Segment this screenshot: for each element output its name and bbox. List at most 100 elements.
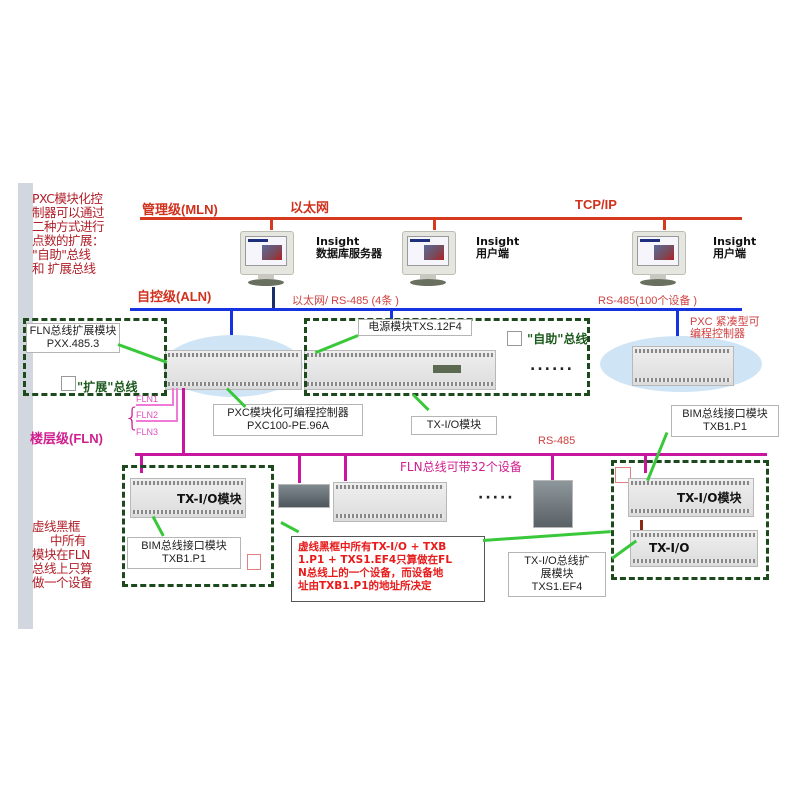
note-box: 虚线黑框中所有TX-I/O + TXB 1.P1 + TXS1.EF4只算做在F…: [291, 536, 485, 602]
workstation-label: Insight 用户端: [476, 236, 519, 260]
note-line: 址由TXB1.P1的地址所决定: [298, 580, 432, 592]
callout-line: TX-I/O总线扩: [524, 555, 590, 567]
placeholder-square: [61, 376, 76, 391]
fln1-line: [172, 388, 174, 405]
fln-capacity-label: FLN总线可带32个设备: [400, 460, 522, 474]
aln-bus-line: [130, 308, 742, 311]
callout-line: PXC 紧凑型可: [690, 316, 760, 328]
callout-line: PXX.485.3: [46, 338, 100, 350]
side-note-line: 模块在FLN: [32, 547, 91, 562]
callout-line: TXB1.P1: [702, 421, 748, 433]
txio-device-label: TX-I/O模块: [677, 491, 742, 505]
fln-device-group-frame: [611, 460, 769, 580]
fln2-line: [136, 420, 178, 422]
callout-line: 编程控制器: [690, 328, 745, 340]
fln-drop: [551, 455, 554, 481]
side-note-bottom: 虚线黑框 中所有 模块在FLN 总线上只算 做一个设备: [32, 519, 93, 590]
fln-rs485-label: RS-485: [538, 435, 576, 447]
aln-drop: [390, 310, 393, 322]
aln-left-label: 以太网/ RS-485 (4条 ): [292, 295, 399, 307]
callout-line: FLN总线扩展模块: [29, 325, 117, 337]
pxc-modular-callout: PXC模块化可编程控制器 PXC100-PE.96A: [213, 404, 363, 436]
bim-left-callout: BIM总线接口模块 TXB1.P1: [127, 537, 241, 569]
fln3-label: FLN3: [136, 427, 159, 437]
callout-line: 展模块: [540, 568, 574, 580]
mln-bus-line: [140, 217, 742, 220]
tcpip-label: TCP/IP: [575, 197, 617, 212]
txio-module-device: TX-I/O模块: [130, 478, 246, 518]
fln-device-group-frame: [122, 465, 274, 587]
side-note-line: 制器可以通过: [32, 205, 105, 220]
fln-device-gray: [278, 484, 330, 508]
placeholder-square: [615, 467, 631, 483]
bim-right-callout: BIM总线接口模块 TXB1.P1: [671, 405, 779, 437]
pxc-compact-label: PXC 紧凑型可 编程控制器: [690, 316, 760, 340]
callout-line: PXC100-PE.96A: [247, 420, 329, 432]
txio-module-device: TX-I/O模块: [628, 478, 754, 517]
workstation-monitor-icon: [240, 231, 294, 287]
bus-connector: [640, 520, 643, 530]
mln-drop: [270, 218, 273, 230]
pxc-modular-controller: [165, 350, 302, 390]
pxc-compact-controller: [632, 346, 734, 386]
side-note-line: 中所有: [50, 533, 87, 548]
placeholder-square: [247, 554, 261, 570]
txio-module-device: [333, 482, 447, 522]
placeholder-square: [507, 331, 522, 346]
side-note-line: 点数的扩展：: [32, 233, 105, 248]
aln-drop: [230, 310, 233, 350]
aln-drop: [272, 287, 275, 309]
workstation-role: 数据库服务器: [316, 247, 382, 260]
workstation-name: Insight: [713, 235, 757, 248]
fln-drop: [644, 455, 647, 473]
fln-drop: [344, 455, 347, 481]
power-module-callout: 电源模块TXS.12F4: [358, 319, 472, 336]
callout-line: BIM总线接口模块: [141, 540, 227, 552]
side-note-top: PXC模块化控 制器可以通过 二种方式进行 点数的扩展： "自助"总线 和 扩展…: [32, 192, 105, 276]
workstation-label: Insight 数据库服务器: [316, 236, 382, 260]
brace-icon: {: [124, 403, 141, 433]
side-note-line: 做一个设备: [32, 575, 93, 590]
expansion-bus-label: "扩展"总线: [77, 380, 138, 394]
callout-line: TXB1.P1: [161, 553, 207, 565]
mln-drop: [433, 218, 436, 230]
workstation-name: Insight: [476, 235, 520, 248]
txio-module-rack: [304, 350, 496, 390]
txio-module-device: TX-I/O: [630, 530, 758, 567]
aln-drop: [676, 310, 679, 340]
left-decor-bar: [18, 183, 33, 629]
fln-bus-line: [135, 453, 767, 456]
fln2-label: FLN2: [136, 410, 159, 420]
callout-line: TXS1.EF4: [531, 581, 583, 593]
workstation-name: Insight: [316, 235, 360, 248]
self-help-bus-label: "自助"总线: [527, 332, 588, 346]
fln3-line: [182, 388, 185, 454]
level-fln-label: 楼层级(FLN): [30, 431, 103, 446]
fln1-label: FLN1: [136, 394, 159, 404]
txio-device-label: TX-I/O: [649, 541, 690, 555]
ethernet-label: 以太网: [290, 200, 330, 215]
fln2-line: [176, 388, 178, 421]
ellipsis: ......: [530, 358, 574, 374]
workstation-monitor-icon: [632, 231, 686, 287]
side-note-line: 虚线黑框: [32, 519, 81, 534]
ellipsis: ·····: [478, 490, 515, 506]
fln1-line: [136, 404, 174, 406]
txio-device-label: TX-I/O模块: [177, 492, 242, 506]
side-note-line: "自助"总线: [32, 247, 91, 262]
callout-line: PXC模块化可编程控制器: [227, 407, 349, 419]
fln-device-vfd: [533, 480, 573, 528]
expansion-bus-frame: [23, 318, 167, 396]
side-note-line: 二种方式进行: [32, 219, 105, 234]
txio-extension-callout: TX-I/O总线扩 展模块 TXS1.EF4: [508, 552, 606, 597]
level-mln-label: 管理级(MLN): [142, 202, 218, 217]
note-line: N总线上的一个设备，而设备地: [298, 567, 444, 579]
mln-drop: [663, 218, 666, 230]
fln-expansion-module-callout: FLN总线扩展模块 PXX.485.3: [26, 323, 120, 353]
side-note-line: 总线上只算: [32, 561, 93, 576]
note-line: 1.P1 + TXS1.EF4只算做在FL: [298, 554, 453, 566]
note-line: 虚线黑框中所有TX-I/O + TXB: [298, 541, 447, 553]
fln-drop: [140, 455, 143, 473]
level-aln-label: 自控级(ALN): [137, 289, 212, 304]
workstation-role: 用户端: [476, 247, 509, 260]
